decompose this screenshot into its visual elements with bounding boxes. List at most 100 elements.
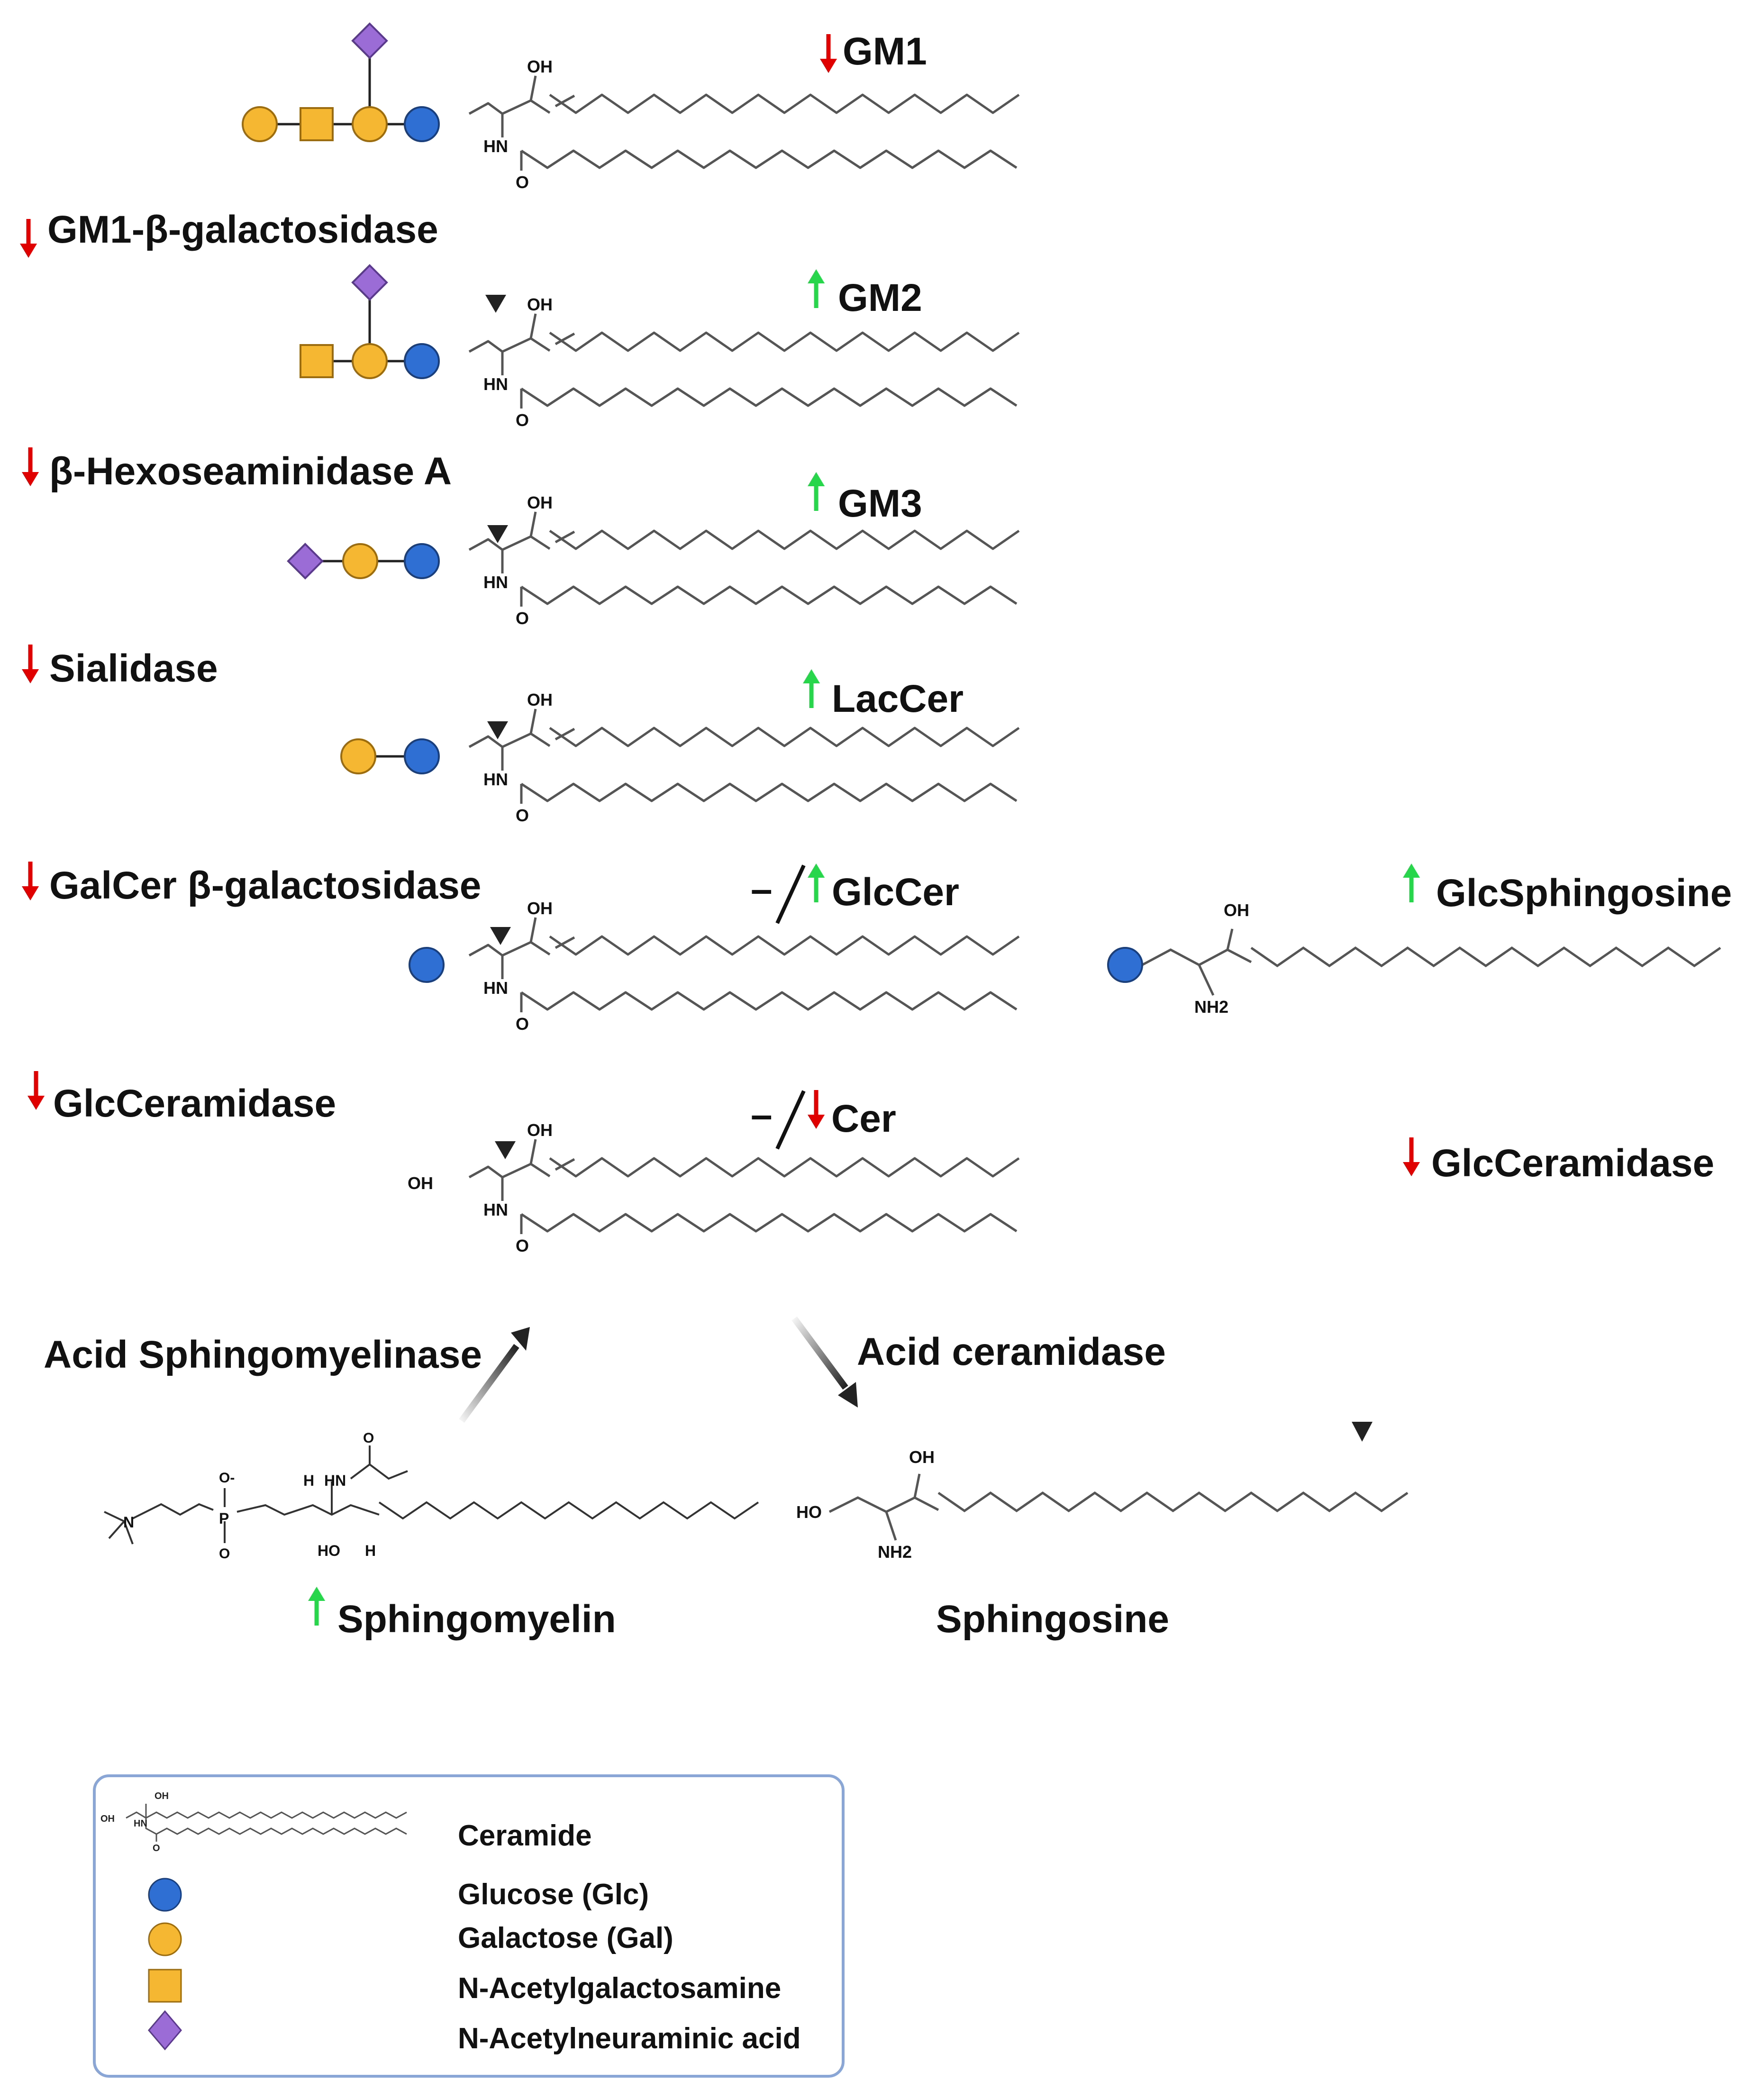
metabolite-gm2: GM2 [838,276,922,319]
metabolite-glcsphingosine: GlcSphingosine [1436,872,1732,915]
galnac-gm1 [300,107,334,141]
arrow-2-head [487,525,508,543]
arrow-ac-shaft [791,1316,848,1390]
sphingosine-structure [828,1473,1409,1541]
nh2-bond [1198,964,1215,996]
atom-hn-1: HN [483,374,508,394]
atom-hn-3: HN [483,770,508,789]
ind-enzyme-glccer-right-head [1403,1162,1420,1176]
atom-h-sphingomyelin: H [303,1472,315,1489]
acetyl [350,1463,408,1480]
enzyme-galcer-beta-galactosidase: GalCer β-galactosidase [49,864,482,907]
oh-bond [529,75,537,101]
double-bond [555,94,575,108]
legend-galnac-icon [148,1969,182,2003]
chain [1250,946,1721,968]
oh-bond [1226,928,1234,950]
glcsphingosine-structure [1141,928,1721,996]
glycerol-link [236,1504,380,1516]
metabolite-laccer: LacCer [832,677,964,720]
fatty-acyl-chain [520,1213,1018,1233]
glucose-glccer [409,947,445,983]
atom-oh-ceramide-head: OH [408,1173,433,1193]
legend-galactose-icon [148,1922,182,1956]
methyl-3 [123,1521,134,1545]
chain-start [501,535,551,551]
ind-enzyme-glccer-head [27,1096,45,1110]
arrow-ac-head [838,1382,858,1408]
oh-bond [529,709,537,734]
double-bond [555,727,575,741]
atom-o-acetyl-sphingomyelin: O [363,1430,374,1446]
sphingoid-chain [549,529,1020,550]
fatty-acyl-chain [520,991,1018,1011]
fatty-acyl-chain [520,387,1018,407]
legend-label-glucose: Glucose (Glc) [458,1878,649,1911]
oh-bond [529,511,537,537]
arrow-right-head [1352,1422,1373,1442]
ind-gm3-head [808,472,825,486]
oh-bond [529,1139,537,1164]
legend-ceramide-oh-1: OH [155,1791,169,1801]
legend-ceramide-o: O [153,1843,160,1854]
atom-hn-4: HN [483,978,508,998]
molecule-structures [104,75,1721,1545]
arrow-sm-shaft [459,1344,519,1423]
atom-hn-5: HN [483,1200,508,1219]
ind-enzyme-galcerbgal-head [22,886,39,900]
ceramide-structure-5 [468,1139,1020,1234]
galactose-gm1-a [242,106,278,142]
legend-label-galactose: Galactose (Gal) [458,1922,673,1954]
legend-glucose-icon [148,1878,182,1912]
atom-hn-2: HN [483,572,508,592]
atom-n-sphingomyelin: N [123,1514,135,1531]
arrow-3-head [487,721,508,739]
ind-glccer-head [808,863,825,878]
enzyme-gm1-beta-galactosidase: GM1-β-galactosidase [47,208,438,251]
sialic-acid-gm3 [287,543,324,580]
atom-ho-sphingomyelin: HO [318,1542,340,1559]
atom-oh-4: OH [527,899,553,918]
atom-o-1: O [516,410,529,430]
atom-hn-sphingomyelin: HN [324,1472,346,1489]
atom-hn-0: HN [483,136,508,156]
double-bond [555,1158,575,1171]
head-bond [468,538,503,551]
ind-cer-head [808,1115,825,1129]
glucose-glcsphingosine [1107,947,1143,983]
double-bond [555,530,575,544]
legend-icons: OH OH HN O [100,1791,407,2051]
backbone [828,1496,939,1513]
double-bond [555,332,575,345]
enzyme-glcceramidase: GlcCeramidase [53,1082,336,1125]
chain-start [501,337,551,353]
chain-start [501,732,551,748]
slash-cer [775,1090,806,1150]
legend-ceramide-oh-2: OH [100,1814,115,1824]
atom-p-sphingomyelin: P [219,1510,229,1527]
chain [937,1491,1409,1513]
chain-start [501,941,551,957]
glucose-gm1 [404,106,440,142]
chain [378,1501,759,1520]
atom-o-2: O [516,609,529,628]
glucose-laccer [404,738,440,774]
atom-oh-0: OH [527,57,553,76]
atom-o-5: O [516,1236,529,1255]
ceramide-structure-icon [126,1804,407,1842]
sphingomyelin-structure [104,1445,759,1545]
atom-oh-3: OH [527,690,553,709]
atom-nh2-glcsphingosine: NH2 [1194,997,1229,1017]
galnac-gm2 [300,344,334,378]
sialic-acid-gm2 [351,264,388,301]
metabolite-cer-dash: – [751,1093,773,1136]
ceramide-structure-3 [468,709,1020,804]
glucose-gm2 [404,343,440,379]
legend-ceramide-hn: HN [134,1818,147,1829]
ceramide-structure-4 [468,917,1020,1012]
metabolite-gm1: GM1 [843,30,927,73]
backbone [1141,948,1252,966]
arrow-5-head [495,1141,516,1159]
